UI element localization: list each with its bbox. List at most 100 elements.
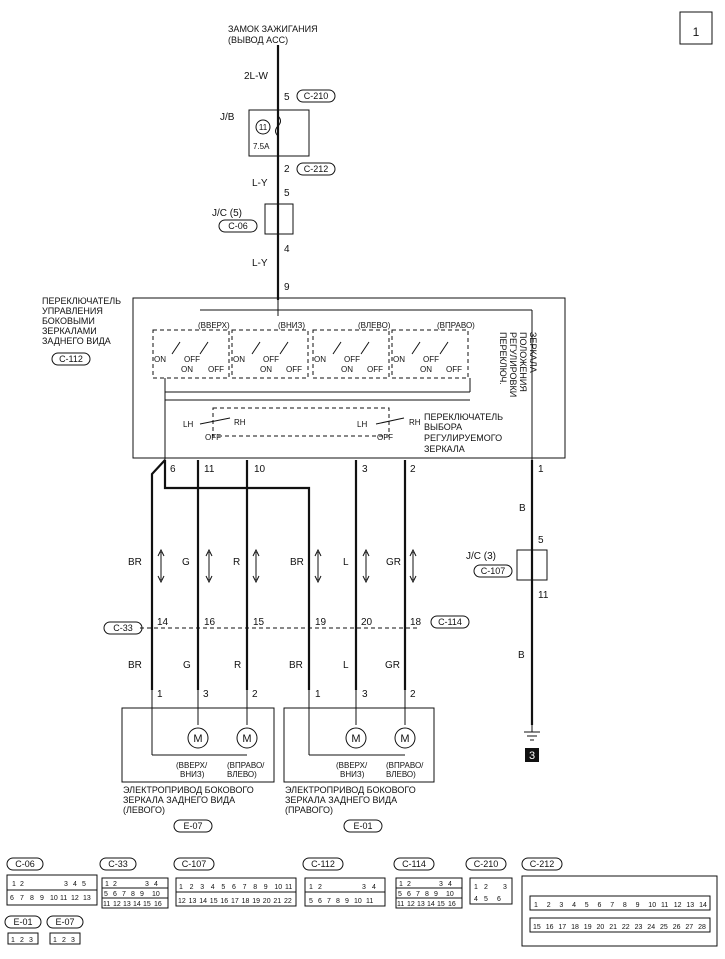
pin-label: 16 [204, 617, 216, 628]
connector-label-e01: E-01 [353, 821, 372, 831]
wire-label: G [183, 660, 191, 671]
svg-text:8: 8 [131, 891, 135, 898]
pin-label: 11 [204, 464, 215, 475]
svg-text:RH: RH [234, 418, 246, 427]
svg-text:3: 3 [503, 884, 507, 891]
svg-text:БОКОВЫМИ: БОКОВЫМИ [42, 316, 95, 326]
svg-text:E-01: E-01 [13, 917, 32, 927]
wire-label-2lw: 2L-W [244, 71, 268, 82]
connector-tag-c210 [296, 89, 336, 103]
connector-pin-label: 22 [622, 924, 630, 931]
svg-text:LH: LH [357, 420, 367, 429]
svg-text:(ВПРАВО): (ВПРАВО) [437, 321, 475, 330]
svg-text:LH: LH [183, 420, 193, 429]
left-actuator-title: ЭЛЕКТРОПРИВОД БОКОВОГО ЗЕРКАЛА ЗАДНЕГО В… [123, 785, 254, 815]
svg-text:8: 8 [425, 891, 429, 898]
svg-text:ON: ON [314, 355, 326, 364]
connector-tag-c33 [103, 621, 143, 635]
pin-label: 14 [157, 617, 169, 628]
connector-tag-c06 [218, 219, 258, 233]
svg-text:1: 1 [53, 937, 57, 944]
svg-text:15: 15 [143, 901, 151, 908]
svg-text:12: 12 [407, 901, 415, 908]
wire-label: BR [290, 557, 304, 568]
svg-text:ON: ON [233, 355, 245, 364]
svg-text:2: 2 [113, 881, 117, 888]
svg-text:8: 8 [336, 898, 340, 905]
connector-pin-label: 16 [546, 924, 554, 931]
wire-label: B [519, 503, 526, 514]
connector-pin-label: 28 [698, 924, 706, 931]
svg-text:ЗЕРКАЛА ЗАДНЕГО ВИДА: ЗЕРКАЛА ЗАДНЕГО ВИДА [123, 795, 235, 805]
connector-pin-label: 11 [661, 902, 668, 909]
legend-c33: C-33 1 2 3 4 5 6 7 8 9 10 11 12 13 14 15… [99, 857, 169, 909]
connector-pin-label: 18 [571, 924, 579, 931]
connector-label-c112: C-112 [59, 354, 83, 364]
connector-tag-c107 [473, 564, 513, 578]
wire-label: R [234, 660, 241, 671]
motor-sub-label: ВЛЕВО) [386, 770, 416, 779]
fuse-number-circle [255, 119, 271, 135]
connector-pin-label: 9 [264, 884, 268, 891]
connector-pin-label: 3 [200, 884, 204, 891]
wire-label: BR [289, 660, 303, 671]
svg-text:ВЫБОРА: ВЫБОРА [424, 422, 462, 432]
svg-text:(ВЛЕВО): (ВЛЕВО) [358, 321, 391, 330]
svg-text:4: 4 [448, 881, 452, 888]
connector-pin-label: 4 [211, 884, 215, 891]
adjust-switch-label: ПЕРЕКЛЮЧ. РЕГУЛИРОВКИ ПОЛОЖЕНИЯ ЗЕРКАЛА [498, 332, 538, 397]
pin-label: 2 [252, 689, 258, 700]
wire-label: R [233, 557, 240, 568]
pin-label: 11 [538, 590, 549, 601]
svg-text:6: 6 [113, 891, 117, 898]
wire-br-left [150, 459, 166, 690]
current-direction-icons [157, 548, 417, 584]
connector-pin-label: 11 [285, 884, 292, 891]
ground-point-badge [525, 748, 539, 762]
ignition-title: ЗАМОК ЗАЖИГАНИЯ [228, 24, 318, 34]
svg-text:5: 5 [104, 891, 108, 898]
connector-label-c33: C-33 [113, 623, 133, 633]
wire-label-ly: L-Y [252, 258, 268, 269]
adjust-switch-down: (ВНИЗ) ON OFF ON OFF [231, 321, 309, 379]
svg-text:ЭЛЕКТРОПРИВОД БОКОВОГО: ЭЛЕКТРОПРИВОД БОКОВОГО [285, 785, 416, 795]
connector-pin-label: 6 [232, 884, 236, 891]
svg-text:ЗЕРКАЛА: ЗЕРКАЛА [528, 332, 538, 373]
svg-text:C-114: C-114 [402, 859, 426, 869]
svg-text:ЗЕРКАЛАМИ: ЗЕРКАЛАМИ [42, 326, 97, 336]
legend-c107: C-107 [173, 857, 297, 907]
svg-text:OFF: OFF [286, 365, 302, 374]
svg-text:2: 2 [318, 884, 322, 891]
connector-pin-label: 6 [598, 902, 602, 909]
motor-sub-label: ВНИЗ) [340, 770, 365, 779]
svg-text:11: 11 [397, 901, 404, 908]
svg-text:1: 1 [12, 881, 16, 888]
svg-text:(ВНИЗ): (ВНИЗ) [278, 321, 305, 330]
pin-label: 18 [410, 617, 422, 628]
svg-text:OFF: OFF [263, 355, 279, 364]
legend-e01: E-01 1 2 3 [4, 915, 42, 945]
svg-text:ПЕРЕКЛЮЧ.: ПЕРЕКЛЮЧ. [498, 332, 508, 385]
svg-text:1: 1 [399, 881, 403, 888]
joint-connector-3 [516, 549, 548, 581]
svg-text:ПОЛОЖЕНИЯ: ПОЛОЖЕНИЯ [518, 332, 528, 392]
svg-text:6: 6 [407, 891, 411, 898]
legend-e07: E-07 1 2 3 [46, 915, 84, 945]
connector-pin-label: 18 [242, 898, 250, 905]
svg-text:5: 5 [398, 891, 402, 898]
motor-label: M [351, 733, 360, 745]
connector-pin-label: 21 [273, 898, 281, 905]
wire-label: GR [385, 660, 400, 671]
connector-pin-label: 19 [252, 898, 260, 905]
motor-sub-label: (ВВЕРХ/ [336, 761, 368, 770]
connector-pin-label: 19 [584, 924, 592, 931]
svg-text:ON: ON [420, 365, 432, 374]
connector-pin-label: 8 [623, 902, 627, 909]
svg-text:ЭЛЕКТРОПРИВОД БОКОВОГО: ЭЛЕКТРОПРИВОД БОКОВОГО [123, 785, 254, 795]
svg-text:RH: RH [409, 418, 421, 427]
svg-text:13: 13 [123, 901, 131, 908]
pin-label: 9 [284, 282, 290, 293]
